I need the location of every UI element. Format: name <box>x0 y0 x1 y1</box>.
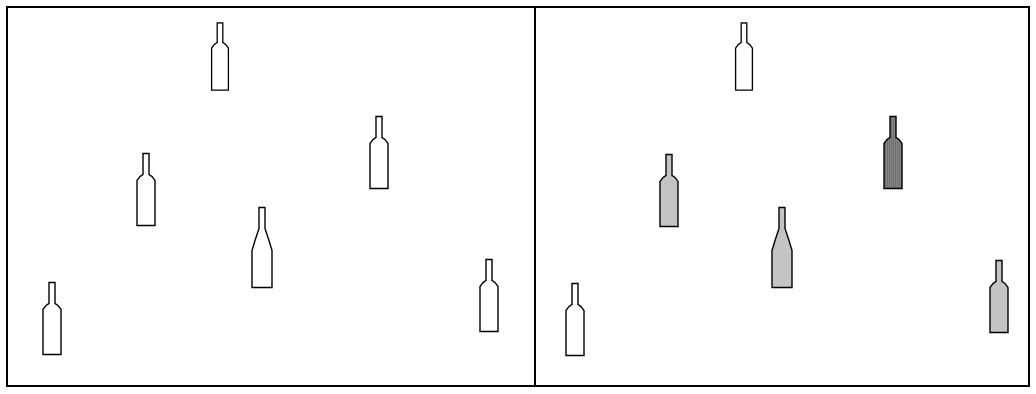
bottle-outline <box>990 261 1008 333</box>
bottle-outline <box>772 208 792 288</box>
right-panel <box>534 6 1030 387</box>
bottle-outline <box>736 23 753 90</box>
bottle-icon <box>560 281 590 359</box>
bottle-outline <box>660 155 678 227</box>
bottle-outline <box>252 208 272 288</box>
bottle-icon <box>206 18 234 96</box>
bottle-outline <box>137 154 155 226</box>
bottle-icon <box>474 258 504 334</box>
bottle-icon <box>247 206 277 290</box>
bottle-outline <box>43 283 61 355</box>
bottle-outline <box>480 260 498 332</box>
bottle-icon <box>131 152 161 228</box>
bottle-outline <box>884 117 902 189</box>
bottle-outline <box>370 117 388 189</box>
bottle-icon <box>364 115 394 191</box>
bottle-outline <box>566 284 584 356</box>
bottle-icon <box>767 206 797 290</box>
bottle-icon <box>654 153 684 229</box>
left-panel <box>6 6 536 387</box>
bottle-icon <box>878 115 908 191</box>
bottle-outline <box>212 23 229 90</box>
bottle-icon <box>37 280 67 358</box>
bottle-icon <box>730 18 758 96</box>
bottle-icon <box>984 259 1014 335</box>
